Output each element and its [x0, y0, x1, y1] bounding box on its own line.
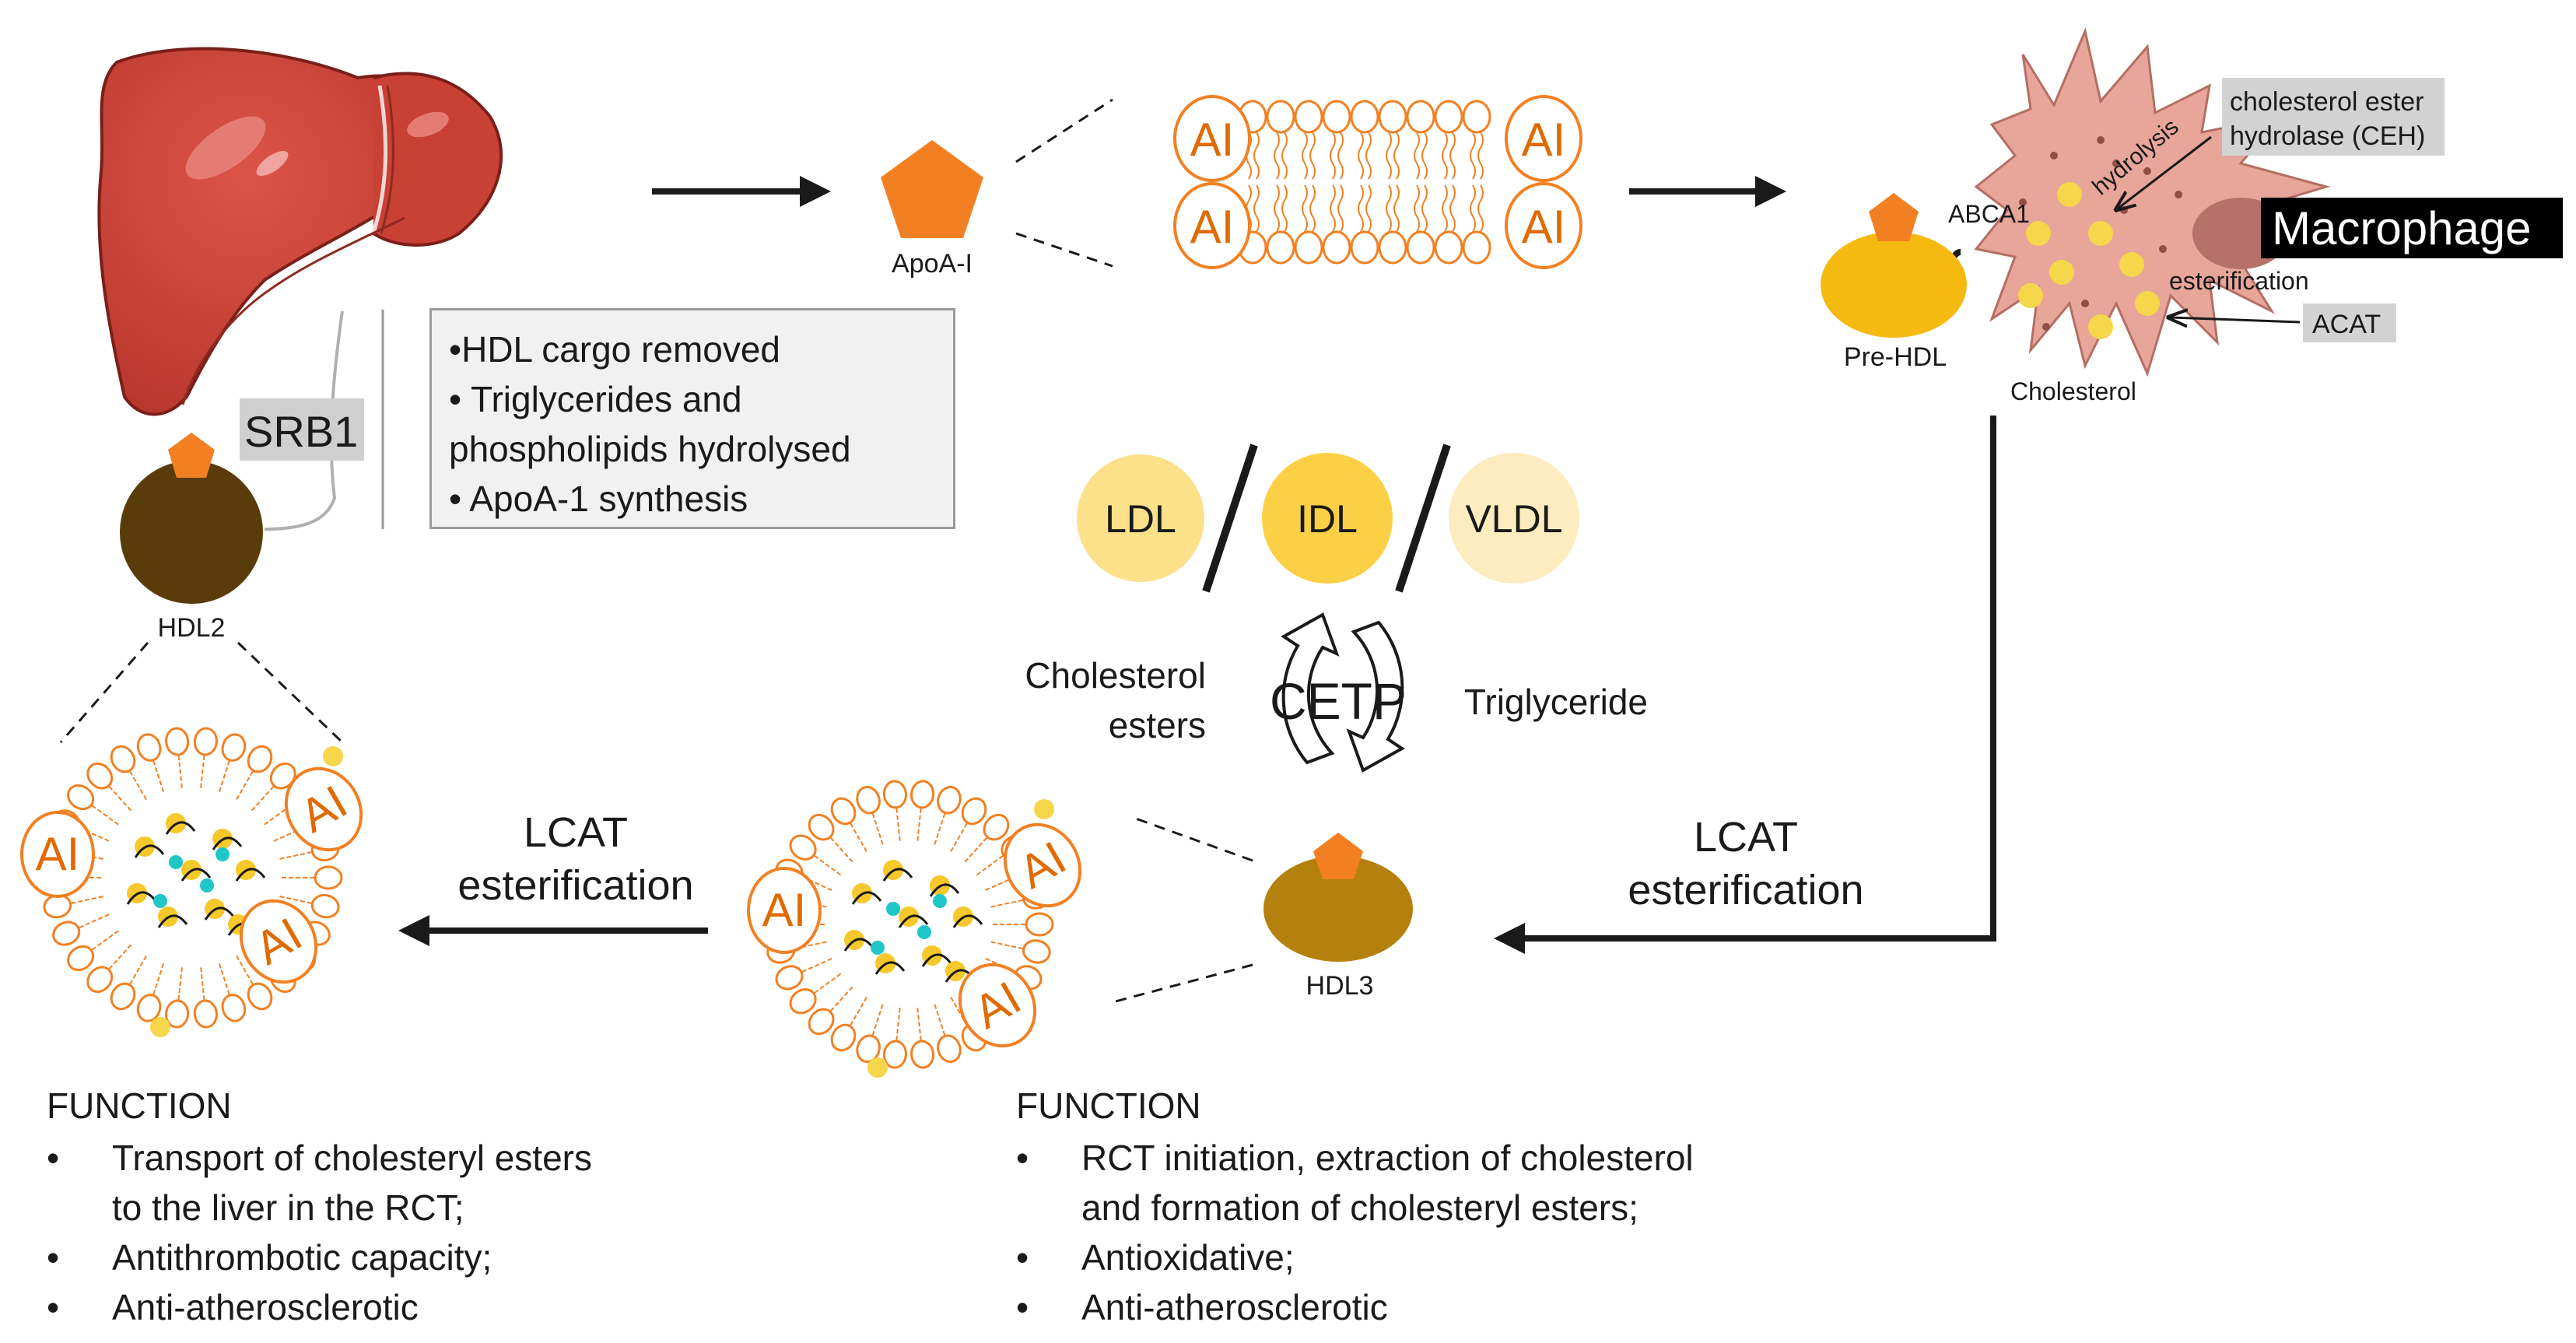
vldl-particle: VLDL [1449, 453, 1579, 584]
idl-particle: IDL [1262, 453, 1393, 584]
info-item-2: • Triglycerides and [449, 379, 742, 419]
ldl-particle: LDL [1077, 454, 1204, 582]
bilayer-apoa1-left-top: AI [1173, 95, 1251, 182]
cetp-triglyceride: Triglyceride [1464, 682, 1648, 722]
lcat-right-line1: LCAT [1694, 814, 1798, 861]
svg-text:VLDL: VLDL [1465, 497, 1562, 541]
hdl3-label: HDL3 [1306, 971, 1374, 1001]
separator-1 [1202, 444, 1258, 593]
hdl2-label: HDL2 [158, 613, 226, 643]
hdl3-apoa1-bottom: AI [958, 963, 1037, 1048]
svg-text:LDL: LDL [1105, 497, 1176, 541]
hdl2-particle [120, 433, 263, 604]
svg-text:AI: AI [36, 828, 80, 880]
lcat-right-line2: esterification [1628, 867, 1863, 913]
info-item-4: • ApoA-1 synthesis [449, 479, 748, 519]
function-hdl3-title: FUNCTION [1016, 1085, 1201, 1126]
svg-text:AI: AI [1190, 201, 1235, 253]
hdl2-apoa1-right: AI [284, 766, 363, 852]
function-hdl3-item: and formation of cholesteryl esters; [1081, 1187, 1638, 1228]
function-hdl3-item: RCT initiation, extraction of cholestero… [1016, 1133, 1694, 1183]
hdl2-apoa1-left: AI [20, 811, 95, 898]
acat-label-bg [2303, 303, 2396, 342]
lcat-left-line1: LCAT [524, 809, 628, 856]
esterification-arrow [2171, 317, 2301, 322]
srb1-label: SRB1 [244, 407, 358, 456]
function-hdl2-item: to the liver in the RCT; [112, 1187, 464, 1228]
function-hdl2-title: FUNCTION [47, 1085, 232, 1126]
esterification-label: esterification [2169, 267, 2309, 295]
ceh-label-line2: hydrolase (CEH) [2230, 121, 2425, 151]
svg-text:AI: AI [762, 884, 807, 936]
hydrolysis-arrow [2118, 135, 2212, 209]
cetp-cycle-arrows [1281, 612, 1405, 773]
dashed-line-hdl2-left [59, 642, 149, 743]
srb1-connector [264, 310, 344, 531]
hdl3-apoa1-right: AI [1003, 822, 1082, 908]
bilayer-apoa1-right-top: AI [1505, 95, 1582, 182]
dashed-line-hdl3-bottom [1112, 963, 1253, 1004]
info-item-3: phospholipids hydrolysed [449, 429, 851, 469]
liver-illustration [97, 47, 503, 416]
ceh-label-bg [2222, 78, 2445, 156]
acat-label: ACAT [2312, 310, 2381, 339]
cholesterol-label: Cholesterol [2010, 377, 2136, 405]
cetp-cholesterol-line1: Cholesterol [1025, 655, 1206, 696]
svg-text:AI: AI [1522, 201, 1566, 253]
cetp-label: CETP [1270, 672, 1407, 730]
function-hdl3-list: RCT initiation, extraction of cholestero… [1016, 1133, 1694, 1332]
svg-text:IDL: IDL [1297, 497, 1358, 541]
cetp-cholesterol-line2: esters [1109, 705, 1206, 745]
macrophage-lipid-droplets [2018, 136, 2182, 339]
abca1-label: ABCA1 [1948, 200, 2030, 228]
hdl3-particle [1263, 833, 1413, 962]
function-hdl2-item: Anti-atherosclerotic [47, 1282, 592, 1332]
apoa1-icon [881, 140, 983, 238]
ceh-label-line1: cholesterol ester [2230, 87, 2424, 117]
separator-2 [1395, 444, 1451, 593]
dashed-line-apoa1-bottom [1015, 232, 1113, 268]
svg-text:AI: AI [1522, 114, 1566, 166]
function-hdl2-item: Antithrombotic capacity; [47, 1233, 592, 1282]
srb1-label-bg [240, 398, 364, 461]
hdl3-apoa1-left: AI [747, 867, 822, 954]
dashed-line-hdl3-top [1135, 817, 1253, 862]
hdl2-apoa1-bottom: AI [239, 899, 318, 984]
lcat-left-line2: esterification [457, 862, 693, 909]
pre-hdl-particle [1821, 193, 1967, 338]
function-hdl3-item: Antioxidative; [1016, 1233, 1694, 1282]
dashed-line-hdl2-right [237, 641, 344, 744]
info-item-1: •HDL cargo removed [449, 329, 781, 370]
function-hdl3-item: Anti-atherosclerotic [1016, 1282, 1694, 1332]
nascent-hdl-bilayer [1238, 100, 1491, 265]
arrow-prehdl-to-hdl3 [1494, 416, 1996, 954]
liver-info-box: •HDL cargo removed • Triglycerides and p… [429, 308, 955, 529]
bilayer-apoa1-right-bottom: AI [1505, 182, 1582, 269]
apoa1-label: ApoA-I [892, 249, 973, 279]
function-hdl2-list: Transport of cholesteryl esters to the l… [47, 1133, 592, 1332]
macrophage-title-bg [2261, 198, 2563, 258]
function-hdl2-item: Transport of cholesteryl esters [47, 1133, 592, 1183]
macrophage-title: Macrophage [2272, 202, 2532, 254]
dashed-line-apoa1-top [1015, 98, 1113, 163]
bilayer-apoa1-left-bottom: AI [1173, 182, 1251, 269]
pre-hdl-label: Pre-HDL [1844, 342, 1947, 372]
svg-text:AI: AI [1190, 114, 1235, 166]
